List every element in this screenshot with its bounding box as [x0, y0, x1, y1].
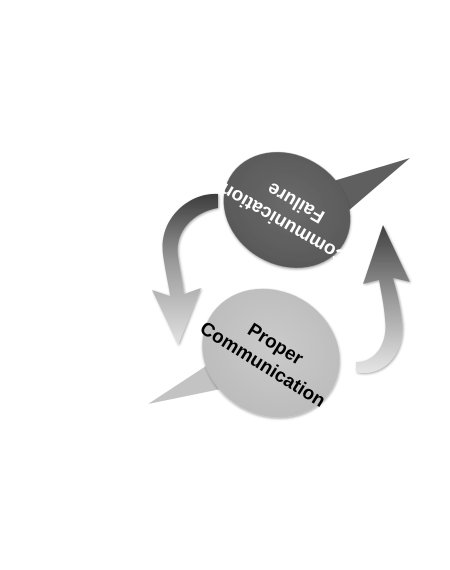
left-down-arrow — [152, 193, 218, 345]
bottom-speech-bubble — [202, 288, 340, 418]
top-speech-bubble — [223, 152, 351, 268]
right-up-arrow — [356, 225, 410, 373]
bottom-bubble-tail — [148, 362, 226, 404]
top-bubble-tail — [330, 158, 410, 218]
